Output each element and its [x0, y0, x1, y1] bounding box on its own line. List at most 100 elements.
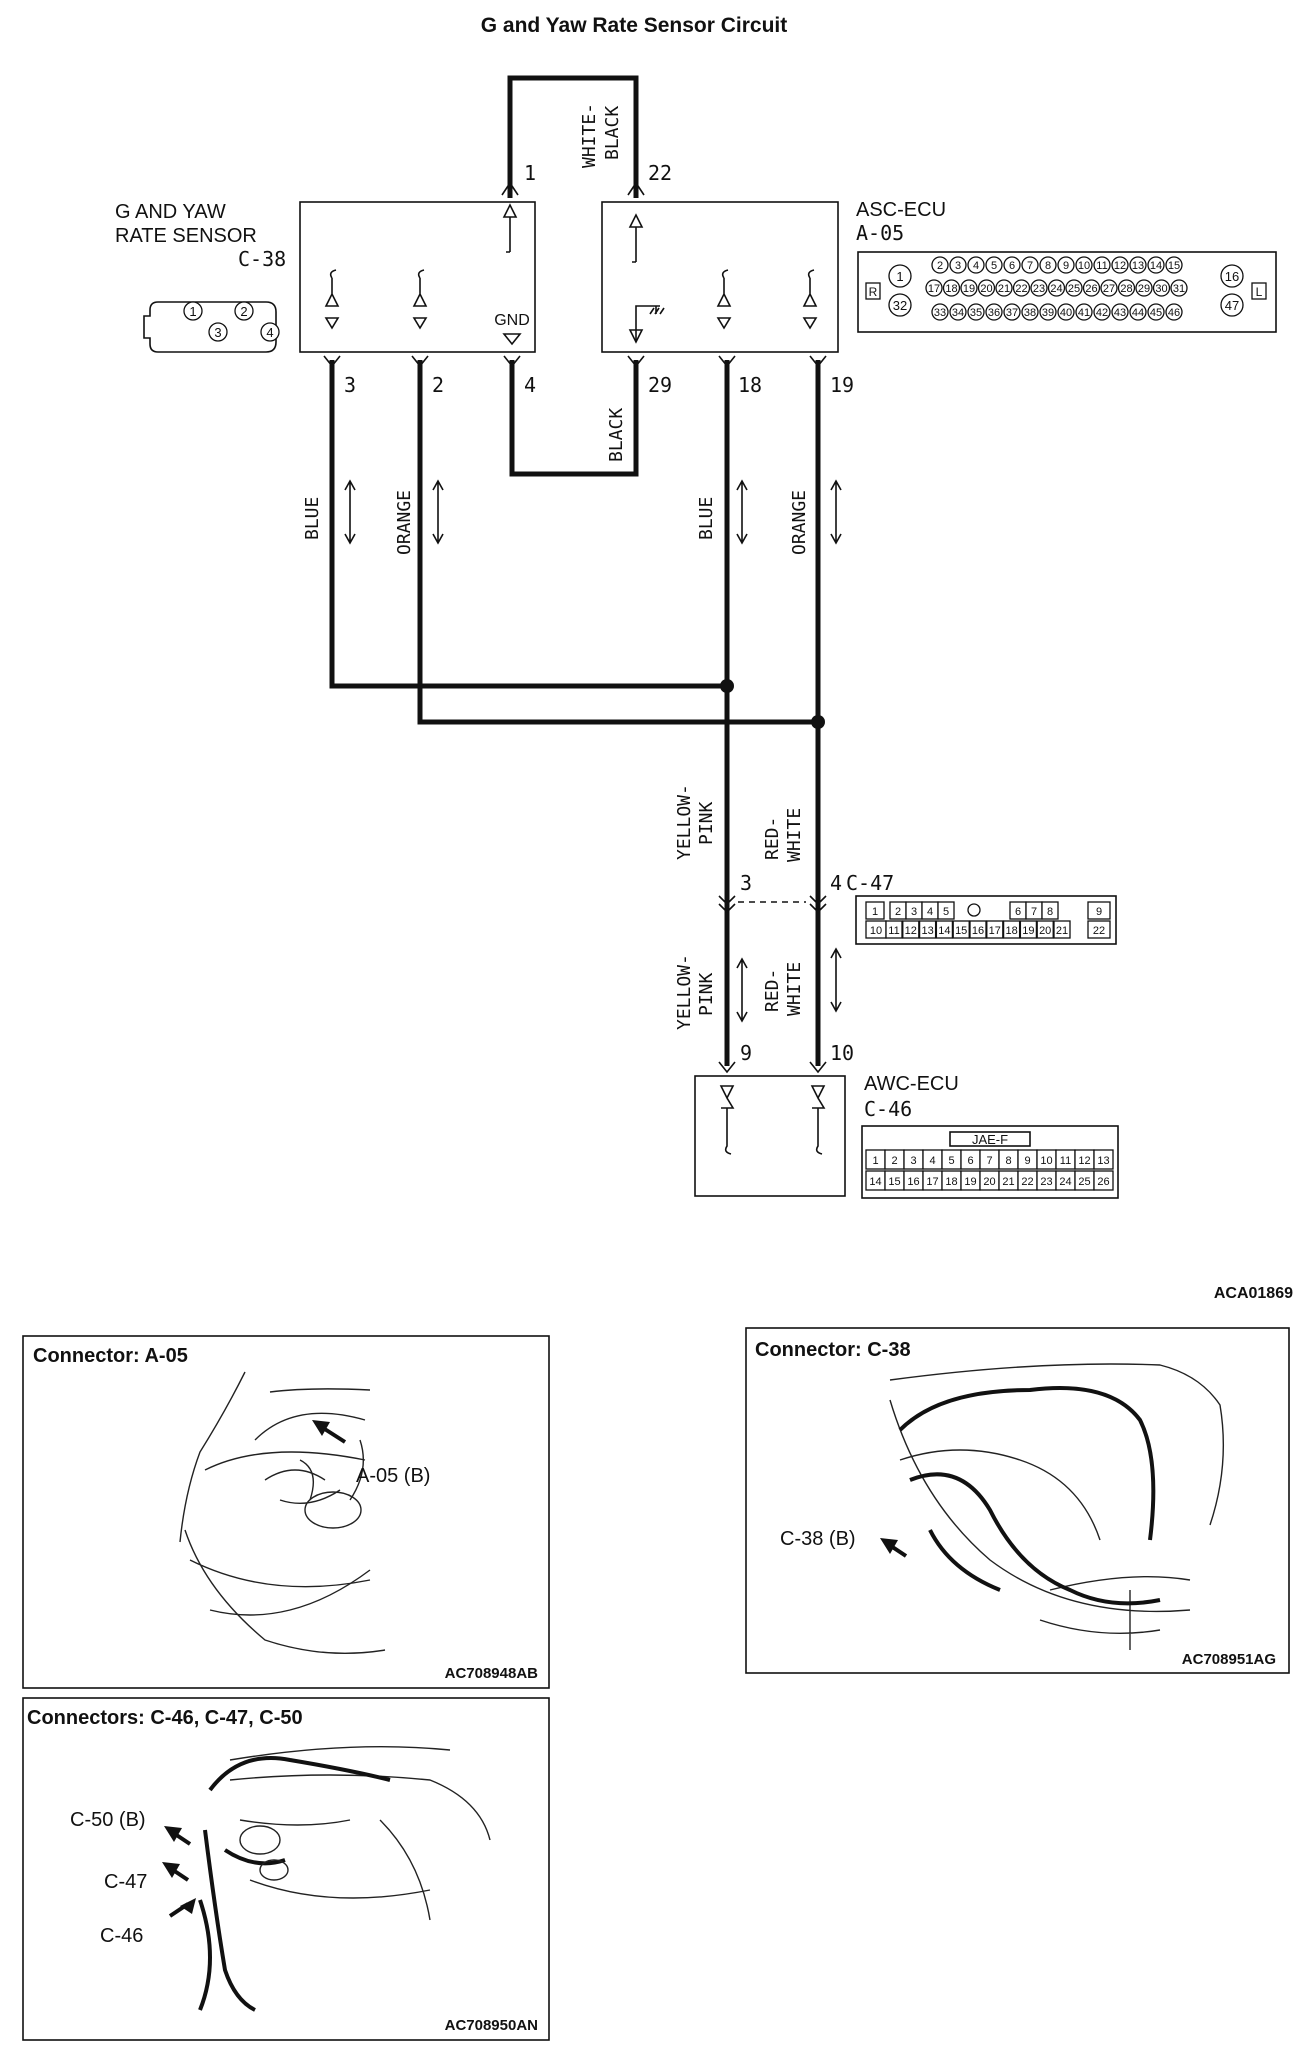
awc-pin-1: 1 — [872, 1155, 878, 1167]
asc-pin-14: 14 — [1150, 260, 1162, 272]
asc-pin-20: 20 — [980, 283, 992, 295]
diagram-code: ACA01869 — [1214, 1285, 1293, 1302]
awc-pin-2: 2 — [891, 1155, 897, 1167]
sensor-pin-1: 1 — [189, 304, 196, 319]
asc-pin-25: 25 — [1068, 283, 1080, 295]
awc-pin-4: 4 — [929, 1155, 935, 1167]
c47-pin-11: 11 — [888, 925, 899, 937]
asc-pin-ring — [1039, 256, 1057, 274]
awc-pin-10: 10 — [1040, 1155, 1052, 1167]
asc-pin-ring — [1129, 303, 1147, 321]
awc-pin-10-label: 10 — [830, 1041, 854, 1065]
asc-pin-ring — [1111, 256, 1129, 274]
asc-pin-ring — [925, 279, 943, 297]
awc-pin-21: 21 — [1002, 1176, 1014, 1188]
c47-cavity — [865, 901, 885, 920]
asc-pin-42: 42 — [1096, 307, 1108, 319]
c47-cavity — [1019, 920, 1038, 939]
asc-pin-ring — [995, 279, 1013, 297]
asc-pin-ring — [1093, 256, 1111, 274]
asc-pin-ring — [1135, 279, 1153, 297]
asc-pin-26: 26 — [1085, 283, 1097, 295]
asc-pin-ring — [1003, 256, 1021, 274]
pin-4-label: 4 — [524, 373, 536, 397]
c47-pin-4-label: 4 — [830, 871, 842, 895]
c47-cavity — [935, 920, 954, 939]
asc-pin-11: 11 — [1096, 260, 1107, 272]
asc-pin-ring — [960, 279, 978, 297]
asc-pin-5: 5 — [991, 260, 997, 272]
c47-pin-1: 1 — [872, 906, 878, 918]
asc-pin-21: 21 — [998, 283, 1010, 295]
asc-ecu-name: ASC-ECU — [856, 199, 946, 221]
wire-label-white-black-1: WHITE- — [579, 103, 600, 168]
asc-marker-r-box — [865, 282, 881, 300]
asc-pin-27: 27 — [1103, 283, 1115, 295]
asc-side-pin-ring — [1220, 293, 1244, 317]
sensor-name-line1: G AND YAW — [115, 201, 226, 223]
wire-label-yellow-pink-1a: YELLOW- — [674, 784, 695, 860]
awc-pin-13: 13 — [1097, 1155, 1109, 1167]
c47-pin-18: 18 — [1005, 925, 1017, 937]
asc-pin-12: 12 — [1114, 260, 1126, 272]
panel-c38-code: AC708951AG — [1182, 1651, 1276, 1668]
pin-18-label: 18 — [738, 373, 762, 397]
asc-pin-ring — [1147, 303, 1165, 321]
asc-marker-r: R — [869, 285, 878, 299]
wire-label-red-white-1a: RED- — [762, 817, 783, 860]
sensor-name-line2: RATE SENSOR — [115, 225, 257, 247]
c47-pin-7: 7 — [1031, 906, 1037, 918]
awc-pin-25: 25 — [1078, 1176, 1090, 1188]
sensor-pin-4: 4 — [266, 325, 273, 340]
wire-label-blue-left: BLUE — [302, 497, 323, 540]
c47-pin-8: 8 — [1047, 906, 1053, 918]
awc-pin-15: 15 — [888, 1176, 900, 1188]
wire-label-black: BLACK — [606, 408, 627, 462]
asc-pin-36: 36 — [988, 307, 1000, 319]
c47-cavity — [1087, 901, 1111, 920]
asc-pin-ring — [1093, 303, 1111, 321]
awc-pin-12: 12 — [1078, 1155, 1090, 1167]
wire-label-red-white-1b: RED- — [762, 969, 783, 1012]
c47-connector-code: C-47 — [846, 871, 894, 895]
asc-pin-19: 19 — [963, 283, 975, 295]
asc-side-pin: 1 — [896, 269, 903, 284]
asc-pin-ring — [1075, 303, 1093, 321]
asc-pin-38: 38 — [1024, 307, 1036, 319]
c47-pin-14: 14 — [938, 925, 950, 937]
asc-pin-22: 22 — [1015, 283, 1027, 295]
pin-2-label: 2 — [432, 373, 444, 397]
c47-pin-17: 17 — [989, 925, 1001, 937]
wire-label-blue-right: BLUE — [696, 497, 717, 540]
panel-c46-code: AC708950AN — [445, 2017, 538, 2034]
panel-a05: Connector: A-05 A-05 (B) AC708948AB — [22, 1335, 550, 1689]
asc-pin-8: 8 — [1045, 260, 1051, 272]
asc-pin-ring — [1021, 256, 1039, 274]
awc-pin-9: 9 — [1024, 1155, 1030, 1167]
c47-pin-6: 6 — [1015, 906, 1021, 918]
awc-pin-19: 19 — [964, 1176, 976, 1188]
wire-label-red-white-2b: WHITE — [784, 962, 805, 1016]
asc-pin-ring — [1082, 279, 1101, 297]
panel-c38: Connector: C-38 C-38 (B) AC708951AG — [745, 1327, 1290, 1674]
splice-orange — [811, 715, 825, 729]
c47-pin-4: 4 — [927, 906, 933, 918]
pin-3-label: 3 — [344, 373, 356, 397]
c47-cavity — [1036, 920, 1054, 939]
asc-pin-ring — [1047, 279, 1066, 297]
awc-pin-3: 3 — [910, 1155, 916, 1167]
asc-pin-18: 18 — [945, 283, 957, 295]
awc-pin-9-label: 9 — [740, 1041, 752, 1065]
awc-pin-18: 18 — [945, 1176, 957, 1188]
c47-cavity — [986, 920, 1004, 939]
asc-side-pin-ring — [888, 264, 912, 288]
asc-pin-7: 7 — [1027, 260, 1033, 272]
c47-pin-19: 19 — [1022, 925, 1034, 937]
asc-pin-44: 44 — [1132, 307, 1144, 319]
asc-pin-24: 24 — [1050, 283, 1062, 295]
c47-pin-5: 5 — [943, 906, 949, 918]
awc-connector-header: JAE-F — [972, 1132, 1008, 1147]
